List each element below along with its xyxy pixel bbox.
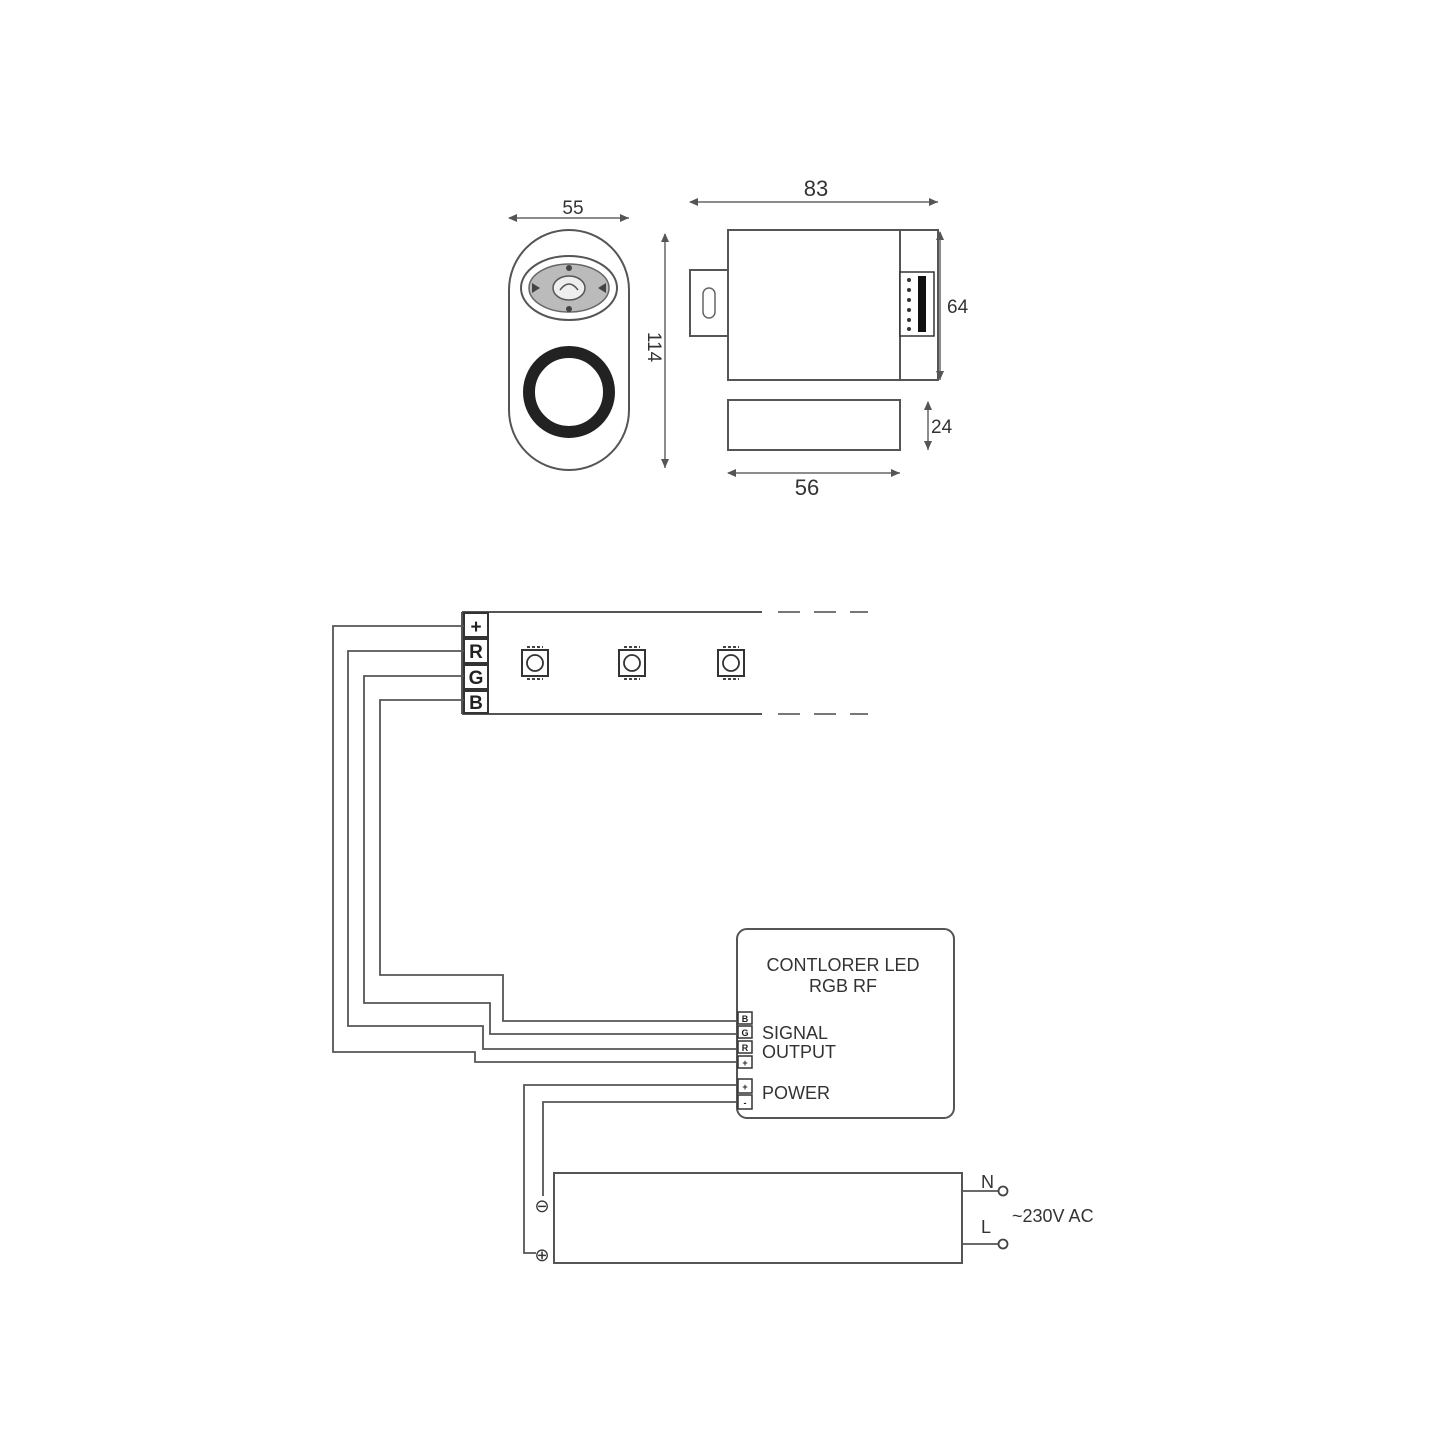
signal-pin-g: G xyxy=(741,1028,748,1038)
rgb-controller: CONTLORER LED RGB RF B G R + SIGNAL OUTP… xyxy=(736,928,955,1119)
remote-height-label: 114 xyxy=(643,332,664,363)
signal-pin-r: R xyxy=(742,1043,749,1053)
wire-plus xyxy=(332,625,737,1063)
led-chip-icon xyxy=(717,646,745,680)
wire-r xyxy=(347,650,737,1050)
power-supply-body xyxy=(553,1172,963,1264)
controller-body-length-label: 56 xyxy=(795,475,819,500)
remote-width-label: 55 xyxy=(562,198,583,219)
controller-side-body xyxy=(727,399,901,451)
power-label: POWER xyxy=(762,1083,830,1103)
power-input-terminal: + - xyxy=(737,1078,753,1110)
controller-length-label: 83 xyxy=(804,176,828,201)
led-chip-icon xyxy=(521,646,549,680)
psu-output-minus: ⊖ xyxy=(534,1196,549,1216)
signal-label-line1: SIGNAL xyxy=(762,1023,828,1043)
mains-l-terminal-icon xyxy=(997,1238,1009,1250)
power-supply: ⊖ ⊕ N L ~230V AC xyxy=(534,1172,1094,1265)
controller-height-label: 24 xyxy=(931,417,953,438)
strip-terminal-r: R xyxy=(469,642,483,663)
led-strip: + R G B xyxy=(461,611,868,715)
controller-mount-slot xyxy=(702,287,716,319)
controller-box xyxy=(736,928,955,1119)
power-wires xyxy=(523,1084,737,1254)
wire-g xyxy=(363,675,737,1035)
psu-input-l: L xyxy=(981,1217,991,1237)
strip-terminal-b: B xyxy=(469,693,483,714)
signal-label-line2: OUTPUT xyxy=(762,1042,836,1062)
led-strip-terminal-block: + R G B xyxy=(463,612,489,714)
power-pin-plus: + xyxy=(742,1082,747,1092)
controller-title-line2: RGB RF xyxy=(809,976,877,996)
remote-button-cluster-icon xyxy=(520,255,618,321)
controller-top-view: 83 64 xyxy=(689,176,969,381)
touch-ring-icon xyxy=(523,346,615,438)
power-pin-minus: - xyxy=(744,1098,747,1108)
signal-wires xyxy=(332,625,737,1063)
led-chip-icon xyxy=(618,646,646,680)
wire-power-plus xyxy=(523,1084,737,1254)
controller-body xyxy=(727,229,901,381)
signal-output-terminal: B G R + xyxy=(737,1011,753,1069)
controller-title-line1: CONTLORER LED xyxy=(766,955,919,975)
remote-control: 55 114 xyxy=(508,198,669,471)
psu-output-plus: ⊕ xyxy=(534,1245,549,1265)
strip-terminal-g: G xyxy=(469,668,484,689)
controller-side-view: 24 56 xyxy=(727,399,953,500)
mains-n-terminal-icon xyxy=(997,1185,1009,1197)
signal-pin-plus: + xyxy=(742,1058,747,1068)
remote-body xyxy=(508,229,630,471)
psu-input-voltage: ~230V AC xyxy=(1012,1206,1094,1226)
signal-pin-b: B xyxy=(742,1014,749,1024)
controller-mount-tab xyxy=(689,269,729,337)
psu-input-n: N xyxy=(981,1172,994,1192)
strip-terminal-plus: + xyxy=(470,617,481,638)
wire-power-minus xyxy=(542,1101,737,1196)
controller-connector-icon xyxy=(899,271,935,337)
controller-width-label: 64 xyxy=(947,297,969,318)
wire-b xyxy=(379,699,737,1022)
